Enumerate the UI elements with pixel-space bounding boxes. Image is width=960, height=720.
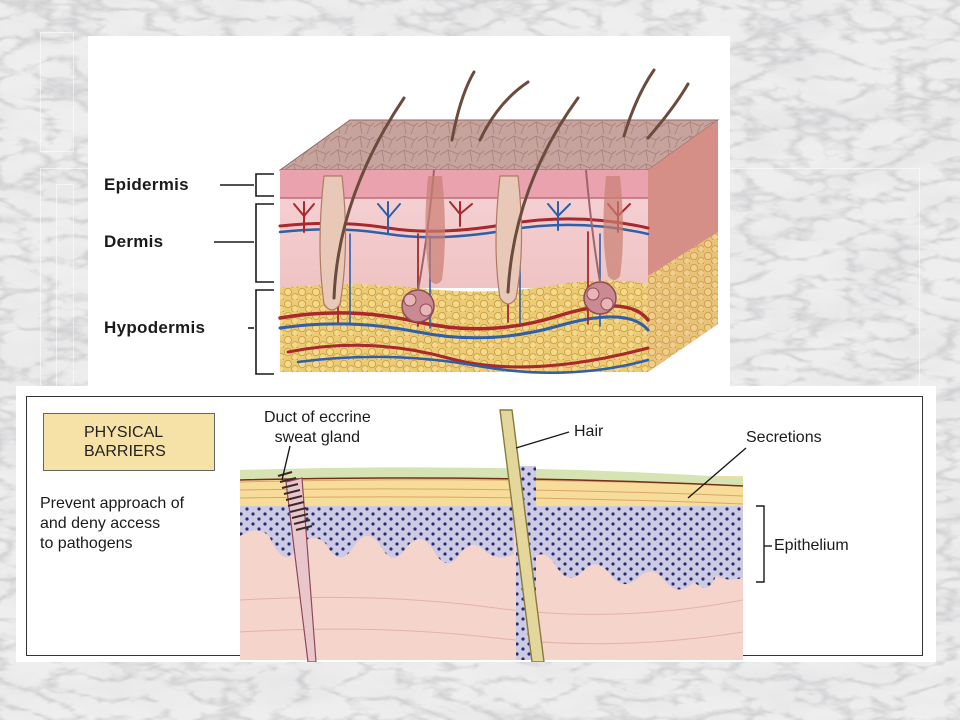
epithelium-label: Epithelium <box>774 537 849 554</box>
dermis-label: Dermis <box>104 232 164 251</box>
hair-shaft <box>499 409 545 662</box>
barrier-description: Prevent approach of and deny access to p… <box>40 494 184 554</box>
layer-brackets <box>214 173 274 375</box>
sweat-duct <box>285 477 317 662</box>
physical-barriers-panel: PHYSICAL BARRIERS Prevent approach of an… <box>16 386 936 662</box>
physical-barriers-title-line1: PHYSICAL <box>84 424 164 441</box>
skin-cross-section-illustration <box>214 68 720 375</box>
ghost-frame-left <box>56 184 74 390</box>
description-line: and deny access <box>40 515 161 532</box>
hypodermis-label: Hypodermis <box>104 318 206 337</box>
duct-label-line2: sweat gland <box>274 429 361 446</box>
leader-lines <box>281 431 772 583</box>
secretions-layer <box>240 467 743 486</box>
physical-barriers-box: PHYSICAL BARRIERS <box>43 413 215 471</box>
hair-shafts <box>332 68 690 300</box>
ghost-frame-top <box>40 32 74 152</box>
barrier-epithelium-layer <box>240 504 743 590</box>
hair-follicles <box>319 175 623 311</box>
secretions-label: Secretions <box>746 429 822 446</box>
duct-label-line1: Duct of eccrine <box>264 409 371 426</box>
skin-surface <box>278 119 720 171</box>
physical-barriers-title-line2: BARRIERS <box>84 443 166 460</box>
description-line: Prevent approach of <box>40 495 185 512</box>
epidermis-label: Epidermis <box>104 175 189 194</box>
hair-label: Hair <box>574 423 604 440</box>
sweat-glands <box>401 169 617 323</box>
hypodermis-layer <box>280 280 648 372</box>
epithelium-illustration <box>240 409 772 662</box>
skin-cross-section-panel: Epidermis Dermis Hypodermis <box>88 36 730 388</box>
duct-label: Duct of eccrine sweat gland <box>264 408 371 448</box>
description-line: to pathogens <box>40 535 133 552</box>
